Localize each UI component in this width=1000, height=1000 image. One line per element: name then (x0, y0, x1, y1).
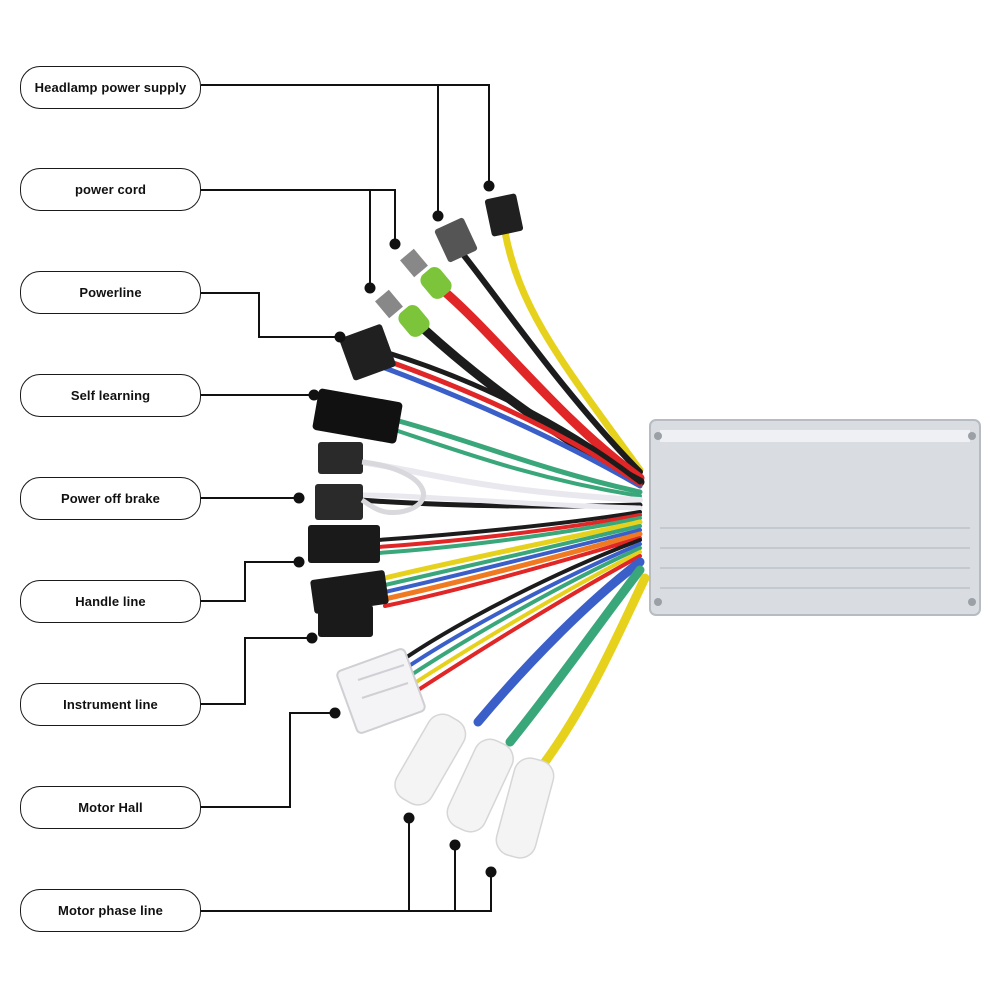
wire-handle-black (376, 510, 642, 542)
dot-headlamp-2 (432, 210, 444, 222)
wire-handle-green (376, 516, 642, 555)
label-motor-hall: Motor Hall (20, 786, 201, 829)
wire-hall-black (393, 538, 642, 667)
wire-instrument-green (383, 524, 642, 587)
dot-power-off-brake (293, 492, 305, 504)
dot-power-cord-2 (364, 282, 376, 294)
dot-motor-phase-1 (403, 812, 415, 824)
wire-brake-loop (360, 459, 426, 516)
connector-instrument-2 (318, 605, 373, 637)
label-power-cord: power cord (20, 168, 201, 211)
sleeve-phase-green (446, 738, 514, 833)
wire-hall-red (413, 554, 642, 694)
wire-handle-red (376, 513, 642, 549)
label-self-learning: Self learning (20, 374, 201, 417)
sleeve-phase-blue (394, 713, 467, 806)
wire-powerline-red (382, 357, 643, 487)
connector-headlamp-grey (434, 217, 478, 263)
wire-selflearn-green (392, 417, 643, 495)
dot-self-learning (308, 389, 320, 401)
connectors (308, 193, 555, 859)
wire-powercord-red (440, 287, 645, 483)
sleeve-phase-yellow (495, 757, 555, 859)
dot-motor-phase-2 (449, 839, 461, 851)
label-power-off-brake: Power off brake (20, 477, 201, 520)
wire-headlamp-black (455, 245, 643, 475)
wires (357, 228, 650, 767)
wire-powerline-black (382, 349, 643, 485)
leader-motor-hall (201, 712, 335, 808)
connector-brake-2 (315, 484, 363, 520)
label-handle-line: Handle line (20, 580, 201, 623)
wire-phase-yellow (540, 573, 650, 767)
wire-hall-blue (398, 542, 642, 674)
wire-instrument-blue (383, 528, 642, 594)
connector-handle (308, 525, 380, 563)
wire-selflearn-green-2 (393, 428, 642, 498)
leader-handle-line (201, 561, 299, 602)
wire-hall-yellow (408, 550, 642, 688)
wire-powerline-blue (382, 365, 643, 489)
wire-phase-green (505, 565, 645, 747)
leader-powerline (201, 292, 340, 338)
leader-lines (201, 84, 492, 912)
label-instrument-line: Instrument line (20, 683, 201, 726)
wire-phase-blue (473, 557, 645, 727)
leader-power-cord (201, 189, 396, 244)
leader-instrument-line (201, 637, 312, 705)
connector-motor-hall (336, 648, 426, 734)
leader-motor-phase (201, 872, 492, 912)
wire-instrument-yellow (382, 519, 643, 581)
terminal-powercord-2 (375, 289, 430, 337)
endpoint-dots (293, 180, 497, 878)
connector-self-learning (312, 388, 403, 444)
wire-headlamp-yellow (501, 228, 644, 474)
connector-instrument-1 (310, 570, 389, 614)
label-motor-phase-line: Motor phase line (20, 889, 201, 932)
dot-power-cord-1 (389, 238, 401, 250)
dot-motor-hall (329, 707, 341, 719)
wire-brake-white-2 (357, 492, 643, 511)
connector-headlamp-black (484, 193, 524, 237)
label-powerline: Powerline (20, 271, 201, 314)
connector-brake-1 (318, 442, 363, 474)
dot-motor-phase-3 (485, 866, 497, 878)
wire-instrument-red (383, 536, 642, 608)
label-headlamp-power-supply: Headlamp power supply (20, 66, 201, 109)
dot-handle-line (293, 556, 305, 568)
dot-powerline (334, 331, 346, 343)
dot-headlamp-1 (483, 180, 495, 192)
leader-headlamp (201, 84, 490, 186)
dot-instrument-line (306, 632, 318, 644)
controller-box (649, 419, 981, 616)
connector-powerline (339, 324, 396, 381)
wire-instrument-orange (382, 531, 643, 602)
wire-hall-green (403, 546, 642, 681)
terminal-powercord-1 (400, 248, 452, 299)
